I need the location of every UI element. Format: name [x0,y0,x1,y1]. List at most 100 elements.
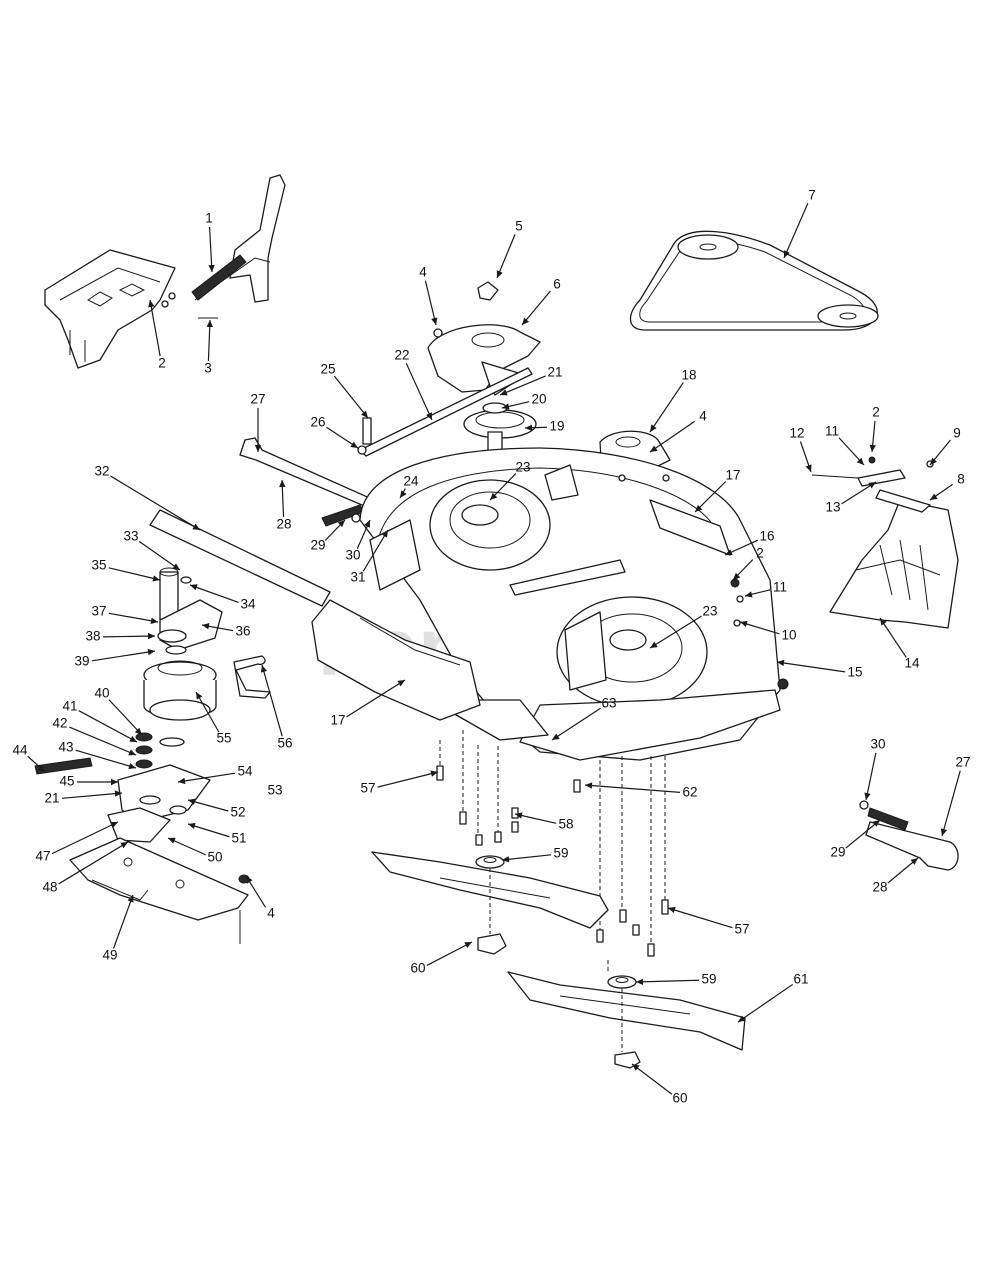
callout-arrowhead-10 [740,620,748,627]
callout-label-52: 52 [230,805,245,820]
callout-arrowhead-26 [350,441,358,448]
callout-arrowhead-11 [745,591,753,598]
callout-arrowhead-22 [426,412,432,420]
callout-label-29: 29 [310,538,325,553]
callout-leader-33 [138,540,181,571]
callout-arrowhead-60 [464,942,472,948]
callout-leader-17 [346,679,406,718]
callout-label-28: 28 [276,517,291,532]
callout-arrowhead-44 [37,765,45,772]
callout-label-45: 45 [59,774,74,789]
callout-label-2: 2 [756,546,764,561]
callout-arrowhead-57 [430,770,438,777]
callout-arrowhead-9 [930,457,938,465]
callout-label-6: 6 [553,277,561,292]
callout-leader-42 [69,726,137,756]
callout-label-44: 44 [12,743,28,758]
callout-label-55: 55 [216,731,231,746]
callout-arrowhead-24 [400,490,407,498]
callout-leader-22 [405,362,433,421]
callout-label-21: 21 [547,365,562,380]
callout-leader-57 [377,771,439,788]
callout-arrowhead-13 [868,482,876,489]
callout-leader-35 [108,567,161,581]
callout-label-5: 5 [515,219,523,234]
callout-label-13: 13 [825,500,840,515]
callout-label-30: 30 [345,548,360,563]
callout-arrowhead-34 [190,584,198,591]
callout-leader-63 [551,707,601,741]
callout-arrowhead-19 [525,424,533,431]
callout-arrowhead-59 [636,978,644,986]
callout-arrowhead-2 [733,572,741,580]
callout-arrowhead-38 [147,632,155,640]
callout-arrowhead-6 [522,317,530,325]
callout-label-57: 57 [734,922,749,937]
callout-label-62: 62 [682,785,697,800]
callout-arrowhead-62 [585,782,593,789]
callout-arrowhead-37 [150,617,158,624]
callout-label-19: 19 [549,419,564,434]
callout-label-32: 32 [94,464,109,479]
callout-arrowhead-49 [127,895,134,903]
callout-leader-27 [941,770,961,837]
callout-leaders [27,203,961,1095]
callout-label-3: 3 [204,361,212,376]
callout-arrowhead-4 [431,317,438,325]
callout-arrowhead-28 [910,858,918,865]
callout-leader-6 [521,290,551,326]
callout-label-22: 22 [394,348,409,363]
callout-label-27: 27 [250,392,265,407]
callout-label-17: 17 [330,713,345,728]
callout-leader-48 [58,841,129,885]
callout-label-29: 29 [830,845,845,860]
callout-arrowhead-7 [783,250,790,258]
callout-leader-29 [845,819,881,849]
callout-arrowhead-52 [188,798,196,805]
callout-leader-37 [108,612,159,623]
callout-label-27: 27 [955,755,970,770]
callout-leader-32 [110,475,201,531]
idler-pulley-assembly [69,567,271,944]
callout-arrowhead-33 [172,563,180,570]
callout-leader-23 [649,615,702,649]
callout-label-11: 11 [825,424,839,439]
small-hardware [357,328,934,690]
callout-arrowhead-41 [129,735,137,742]
callout-arrowhead-29 [337,520,345,528]
mower-blades [371,851,746,1069]
callout-leader-60 [631,1063,673,1095]
callout-arrowhead-31 [381,530,388,538]
callout-arrowhead-56 [260,665,268,673]
callout-arrowhead-57 [668,906,676,914]
callout-arrowhead-12 [805,464,812,472]
callout-arrowhead-3 [206,320,213,328]
callout-arrowhead-2 [148,300,155,308]
callout-label-26: 26 [310,415,325,430]
callout-arrowhead-42 [128,749,136,756]
callout-arrowhead-63 [552,733,560,740]
callout-label-59: 59 [553,846,568,861]
callout-leader-7 [783,203,809,259]
callout-label-21: 21 [44,791,59,806]
callout-label-47: 47 [35,849,50,864]
callout-label-59: 59 [701,972,716,987]
callout-label-35: 35 [91,558,106,573]
callout-arrowhead-5 [496,270,503,278]
callout-label-41: 41 [62,699,77,714]
callout-arrowhead-61 [738,1015,746,1022]
callout-leader-5 [496,234,516,279]
callout-label-38: 38 [85,629,100,644]
callout-label-2: 2 [158,356,166,371]
callout-leader-2 [149,299,161,357]
callout-arrowhead-36 [202,623,210,630]
callout-leader-60 [426,941,473,966]
callout-leader-39 [91,650,156,662]
callout-arrowhead-17 [397,680,405,687]
callout-label-1: 1 [205,211,213,226]
callout-leader-17 [694,481,727,513]
callout-label-16: 16 [759,529,774,544]
callout-arrowhead-4 [246,876,253,884]
callout-leader-59 [635,979,700,983]
